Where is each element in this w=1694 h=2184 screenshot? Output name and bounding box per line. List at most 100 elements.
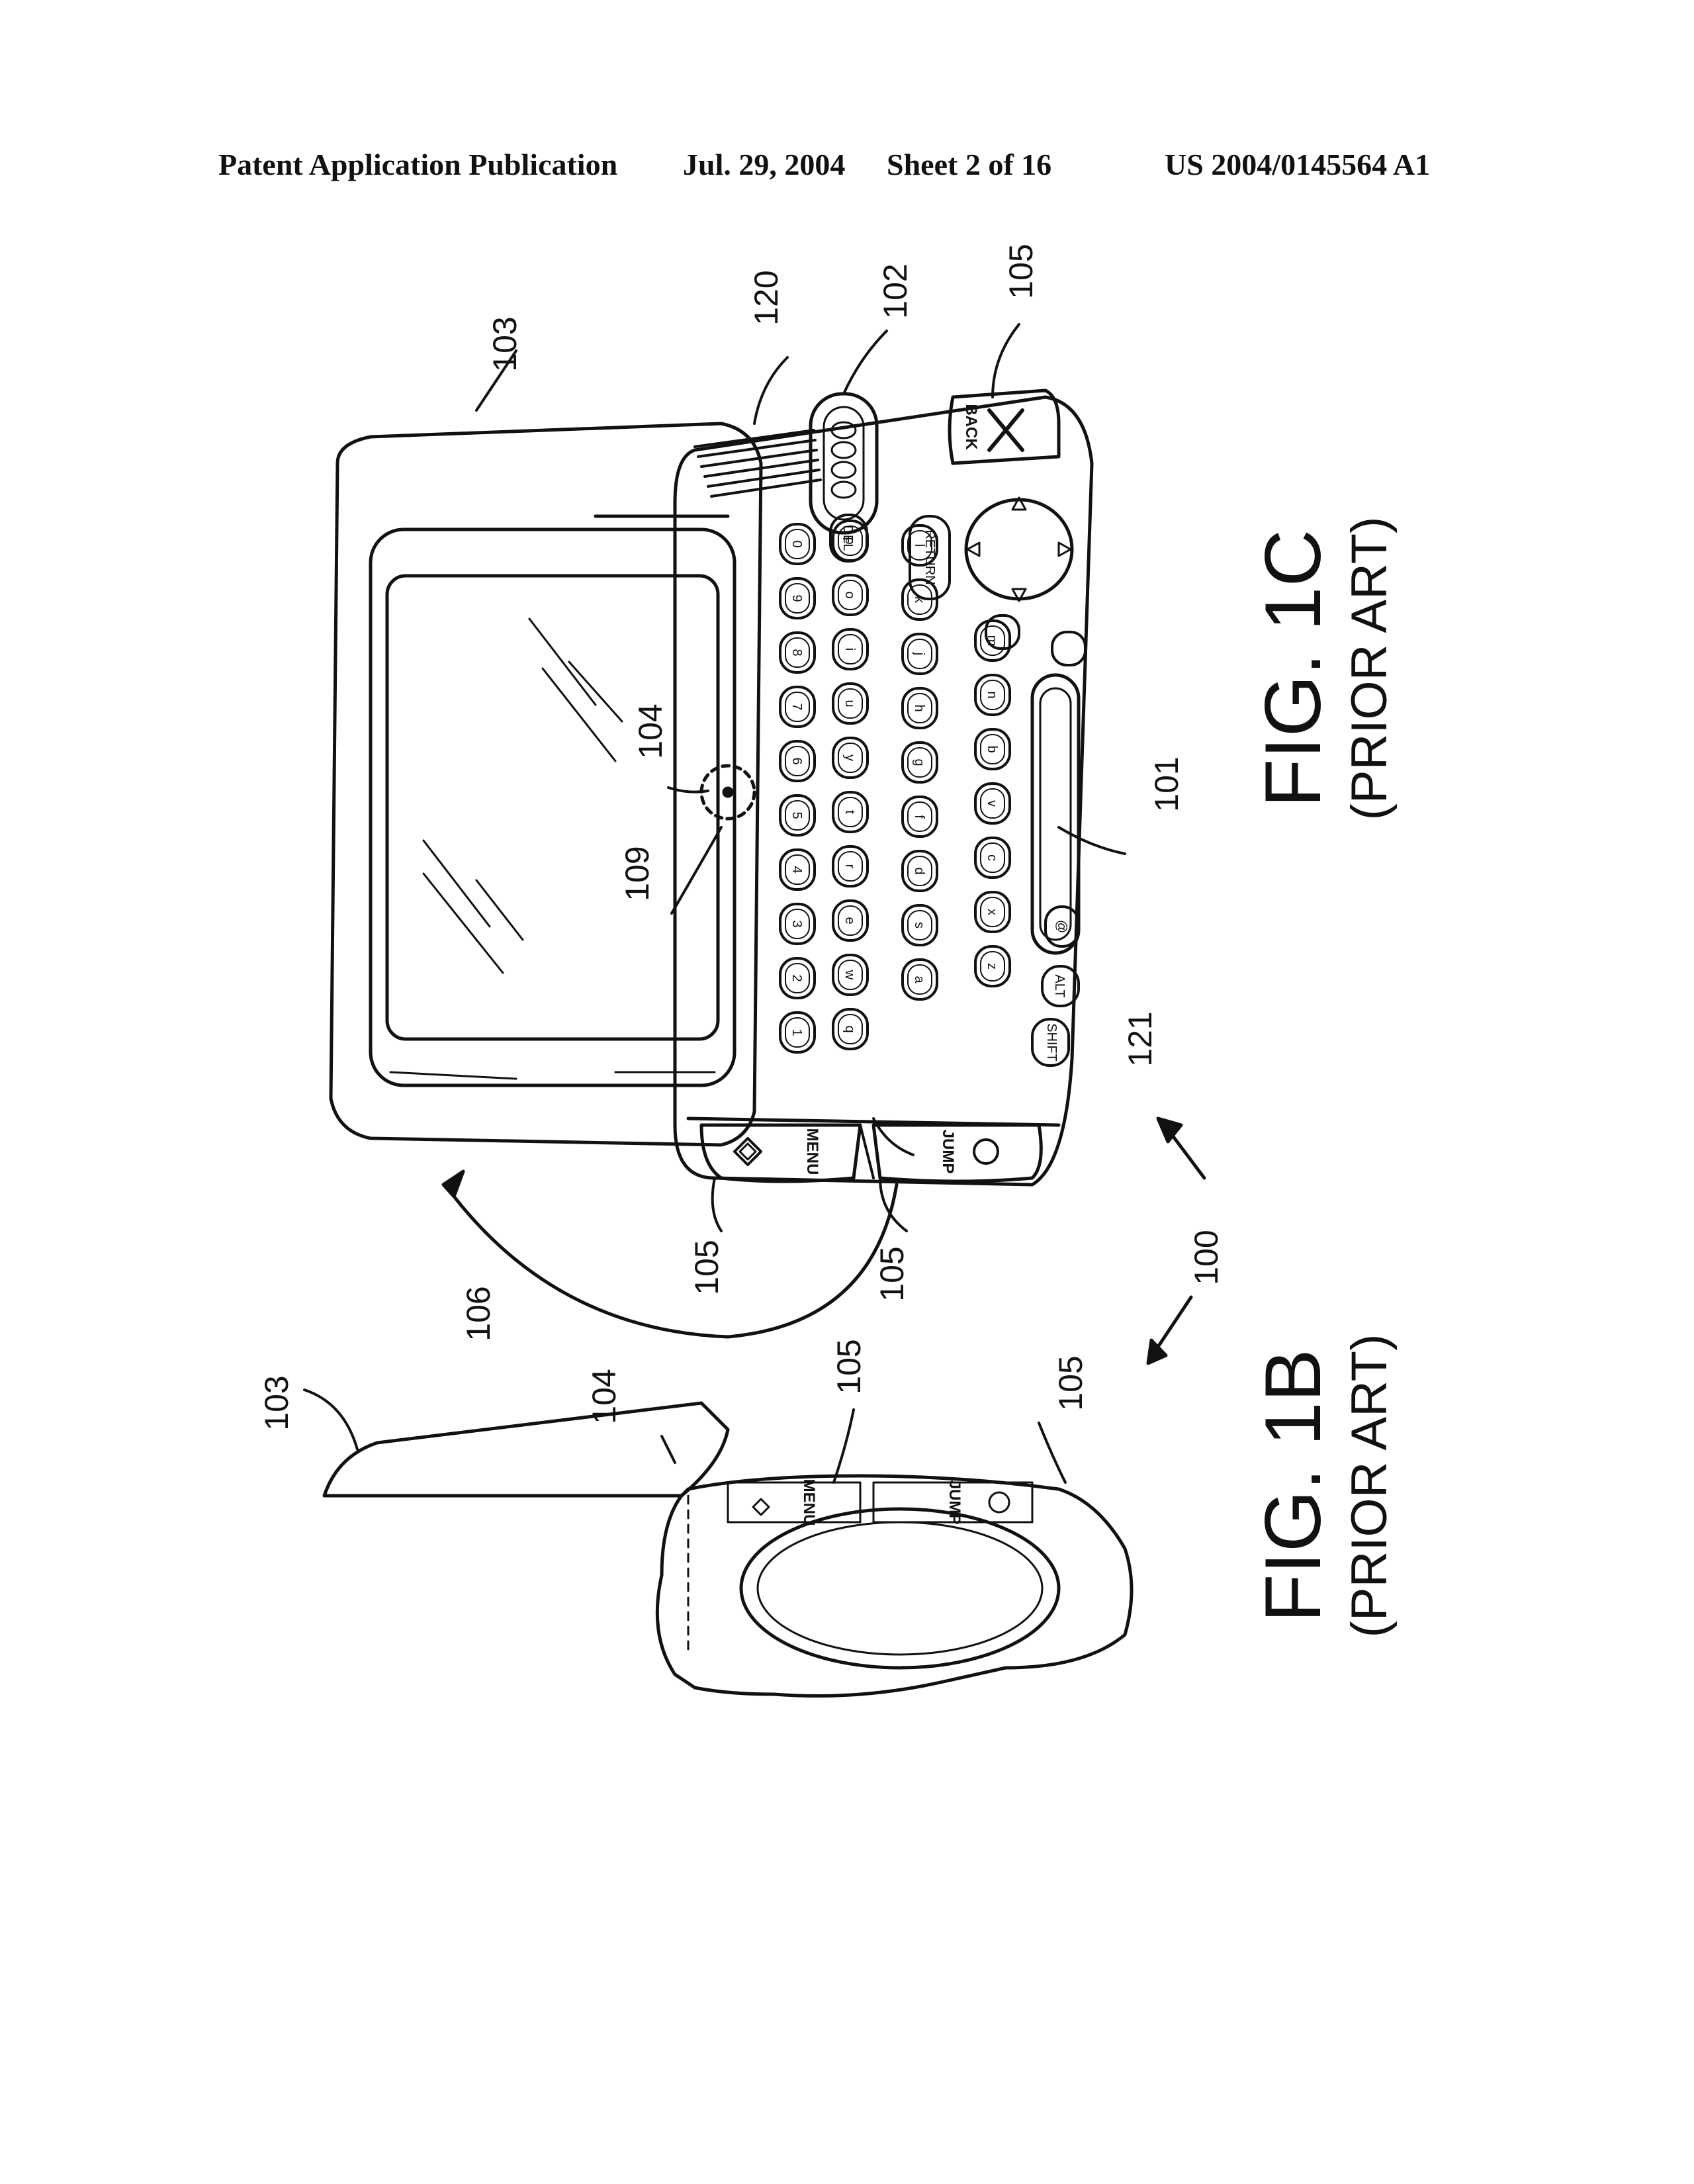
key-outline — [974, 837, 1011, 879]
back-button-label: BACK — [962, 404, 980, 450]
key-outline — [974, 674, 1011, 716]
key-outline — [901, 687, 938, 729]
key-outline — [901, 850, 938, 892]
key-7: 7 — [779, 686, 816, 728]
key-face — [785, 800, 810, 831]
key-face — [785, 637, 810, 668]
key-label: u — [842, 700, 857, 707]
ref-101-spacebar: 101 — [1148, 756, 1185, 811]
key-label: g — [912, 758, 926, 766]
fig-1c-device-body — [673, 395, 1094, 1187]
jump-button-label-1c: JUMP — [939, 1130, 957, 1174]
key-q: q — [832, 1008, 869, 1050]
key-outline — [901, 741, 938, 784]
key-outline — [832, 1008, 869, 1050]
key-outline — [779, 577, 816, 619]
fig-1b-subtitle: (PRIOR ART) — [1341, 1334, 1398, 1638]
key-label: i — [842, 648, 857, 651]
key-x: x — [974, 891, 1011, 933]
key-outline — [974, 728, 1011, 770]
ref-105-menu-button: 105 — [688, 1240, 725, 1295]
key-face — [838, 960, 863, 990]
key-outline — [832, 954, 869, 996]
key-outline — [901, 524, 938, 567]
fig-1b-reference-numerals: 103 104 105 105 — [258, 1339, 1089, 1430]
fig-1c-scroll-wheel — [809, 392, 879, 535]
key-w: w — [832, 954, 869, 996]
key-u: u — [832, 682, 869, 725]
ref-121-gap: 121 — [1122, 1011, 1159, 1066]
key-h: h — [901, 687, 938, 729]
key-n: n — [974, 674, 1011, 716]
fig-1c-device-arrows — [1146, 1116, 1206, 1365]
key-c: c — [974, 837, 1011, 879]
page-header: Patent Application Publication Jul. 29, … — [0, 147, 1694, 187]
patent-number: US 2004/0145564 A1 — [1165, 148, 1431, 181]
fig-1c-caption: FIG. 1C (PRIOR ART) — [1249, 517, 1398, 821]
key-r: r — [832, 845, 869, 887]
key-outline — [901, 578, 938, 621]
fig-1c-pivot-detail — [699, 764, 756, 821]
key-outline — [832, 737, 869, 779]
key-label: h — [912, 704, 926, 711]
key-face — [838, 580, 863, 610]
key-label: x — [985, 909, 999, 915]
key-face — [907, 910, 932, 940]
key-0: 0 — [779, 523, 816, 565]
ref-120-hinge: 120 — [748, 270, 785, 325]
key-face — [907, 530, 932, 561]
key-label: y — [842, 754, 857, 761]
key-face — [980, 734, 1005, 764]
key-face — [785, 583, 810, 614]
key-label: z — [985, 963, 999, 970]
ref-103-display-side: 103 — [258, 1375, 295, 1430]
key-outline — [974, 619, 1011, 662]
key-outline — [779, 794, 816, 837]
key-label: s — [912, 922, 926, 929]
fig-1c-reference-numerals: 103 120 102 105 104 109 101 121 105 105 … — [460, 244, 1225, 1341]
fig-1c-rotation-arrow — [441, 1169, 899, 1339]
return-key-label: RETURN — [922, 529, 937, 584]
key-6: 6 — [779, 740, 816, 782]
key-face — [838, 1014, 863, 1044]
fig-1c-back-button — [948, 388, 1061, 465]
key-outline — [779, 740, 816, 782]
key-face — [838, 851, 863, 882]
menu-button-label-1b: MENU — [800, 1479, 818, 1526]
key-1: 1 — [779, 1011, 816, 1054]
key-2: 2 — [779, 957, 816, 999]
ref-102-scroll-wheel: 102 — [877, 263, 914, 318]
key-face — [785, 692, 810, 722]
key-outline — [974, 945, 1011, 987]
key-label: k — [912, 596, 926, 604]
key-label: 4 — [789, 866, 804, 873]
key-label: e — [842, 917, 857, 924]
key-outline — [779, 903, 816, 945]
ref-105-jump-side: 105 — [1052, 1355, 1089, 1410]
publication-date: Jul. 29, 2004 — [683, 148, 846, 181]
fig-1b-jump-button — [872, 1481, 1034, 1524]
fig-1b-menu-button — [727, 1481, 862, 1524]
key-face — [980, 897, 1005, 927]
key-outline — [832, 682, 869, 725]
key-label: o — [842, 591, 857, 598]
key-label: v — [985, 800, 999, 807]
key-face — [838, 634, 863, 664]
key-l: l — [901, 524, 938, 567]
key-outline — [832, 899, 869, 942]
key-face — [980, 951, 1005, 981]
ref-105-menu-side: 105 — [830, 1339, 868, 1394]
key-label: m — [985, 635, 999, 647]
key-face — [907, 801, 932, 832]
key-e: e — [832, 899, 869, 942]
key-face — [907, 856, 932, 886]
key-label: t — [842, 810, 857, 814]
key-outline — [832, 845, 869, 887]
key-8: 8 — [779, 631, 816, 674]
key-s: s — [901, 904, 938, 946]
key-label: 6 — [789, 757, 804, 764]
key-j: j — [901, 633, 938, 675]
alt-key-label: ALT — [1052, 974, 1067, 997]
fig-1c-menu-button — [699, 1123, 862, 1183]
